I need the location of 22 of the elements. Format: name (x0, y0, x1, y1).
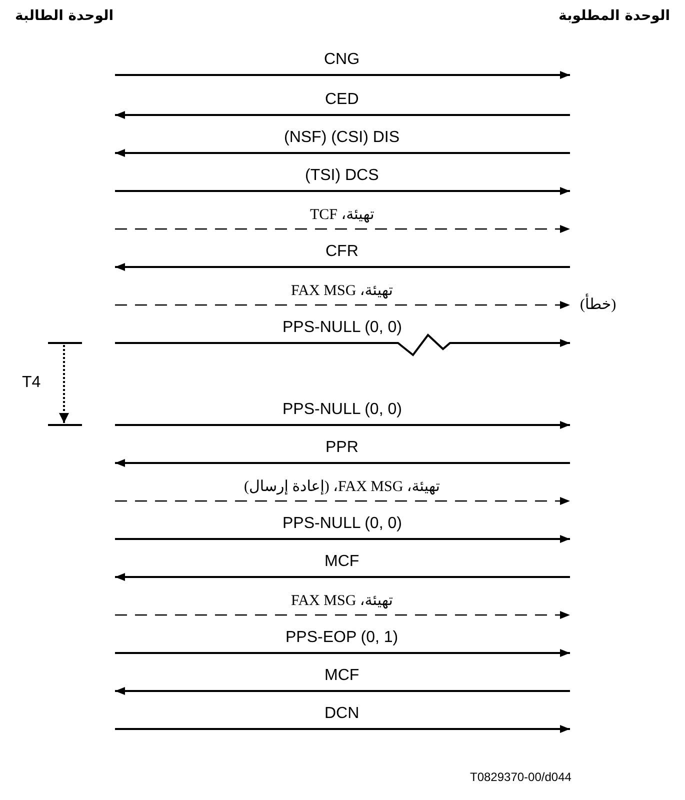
unit-heading: الوحدة المطلوبة (558, 8, 670, 24)
timer-label: T4 (22, 374, 41, 392)
message-label: (NSF) (CSI) DIS (284, 129, 400, 147)
message-label: (TSI) DCS (305, 167, 379, 185)
figure-reference: T0829370-00/d044 (470, 770, 572, 784)
message-label: CNG (324, 51, 360, 69)
message-label: PPS-NULL (0, 0) (282, 401, 402, 419)
message-label: تهيئة، FAX MSG (291, 282, 393, 300)
message-label: MCF (324, 553, 360, 571)
message-label: تهيئة، FAX MSG (291, 592, 393, 610)
message-label: تهيئة، FAX MSG، (إعادة إرسال) (244, 478, 440, 496)
message-label: MCF (324, 667, 360, 685)
message-label: CED (325, 91, 359, 109)
error-note: (خطأ) (580, 295, 616, 314)
unit-heading: الوحدة الطالبة (15, 8, 114, 24)
message-label: CFR (326, 243, 358, 261)
message-label: PPS-NULL (0, 0) (282, 319, 402, 337)
message-label: PPS-EOP (0, 1) (286, 629, 398, 647)
message-label: تهيئة، TCF (310, 206, 374, 224)
message-label: DCN (324, 705, 360, 723)
message-label: PPS-NULL (0, 0) (282, 515, 402, 533)
message-label: PPR (326, 439, 358, 457)
